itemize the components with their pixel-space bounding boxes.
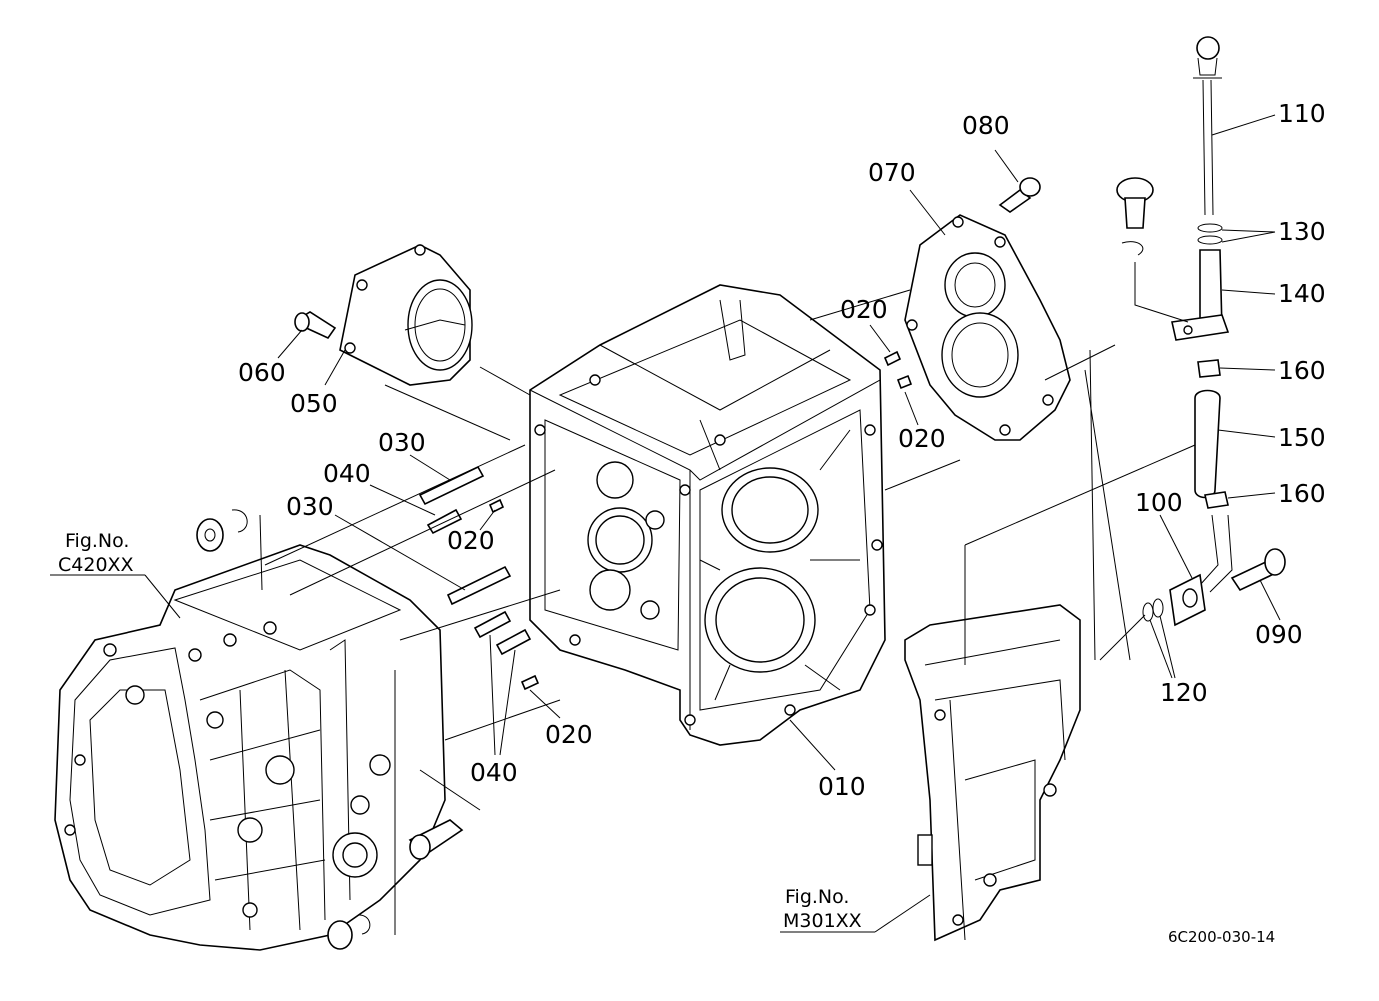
cover-plate-070	[904, 214, 1071, 441]
drawing-code: 6C200-030-14	[1168, 928, 1275, 946]
label-160-lower: 160	[1278, 479, 1326, 508]
label-110: 110	[1278, 99, 1326, 128]
bearing-cover-050	[339, 244, 473, 386]
left-transmission-housing	[54, 544, 446, 951]
label-040-upper: 040	[323, 459, 371, 488]
label-020-lower: 020	[545, 720, 593, 749]
label-090: 090	[1255, 620, 1303, 649]
fig-ref-right-code: M301XX	[783, 910, 862, 932]
plug-and-washer	[1116, 177, 1189, 323]
label-060: 060	[238, 358, 286, 387]
clamp-160-lower	[1204, 491, 1229, 509]
bolt-060	[294, 311, 337, 340]
label-040-lower: 040	[470, 758, 518, 787]
guide-pipe-140	[1171, 249, 1230, 341]
fig-ref-left-code: C420XX	[58, 554, 134, 576]
fig-ref-left-caption: Fig.No.	[65, 530, 129, 552]
right-frame-bracket	[904, 604, 1081, 942]
label-130: 130	[1278, 217, 1326, 246]
part-labels: 110 130 140 160 150 160 100 090 120 080 …	[58, 99, 1326, 946]
label-120: 120	[1160, 678, 1208, 707]
bolt-080	[998, 177, 1041, 213]
label-010: 010	[818, 772, 866, 801]
fig-ref-right-caption: Fig.No.	[785, 886, 849, 908]
label-100: 100	[1135, 488, 1183, 517]
dipstick-110	[1193, 36, 1222, 216]
nut-and-washer-upper	[196, 509, 263, 591]
label-050: 050	[290, 389, 338, 418]
leader-lines	[50, 114, 1281, 935]
main-housing-010	[529, 284, 886, 746]
label-020-right: 020	[898, 424, 946, 453]
label-070: 070	[868, 158, 916, 187]
clamp-160-upper	[1197, 359, 1221, 378]
label-080: 080	[962, 111, 1010, 140]
studs-and-pins	[418, 350, 913, 691]
o-rings-130	[1197, 223, 1223, 245]
label-140: 140	[1278, 279, 1326, 308]
hose-150	[1194, 389, 1221, 499]
o-rings-120	[1142, 598, 1164, 622]
pipe-100	[1169, 514, 1233, 627]
label-160-upper: 160	[1278, 356, 1326, 385]
label-030-lower: 030	[286, 492, 334, 521]
nut-and-washer-lower	[327, 819, 464, 950]
label-150: 150	[1278, 423, 1326, 452]
label-030-upper: 030	[378, 428, 426, 457]
bolt-090	[1230, 548, 1286, 592]
label-020-upper: 020	[840, 295, 888, 324]
label-020-mid: 020	[447, 526, 495, 555]
